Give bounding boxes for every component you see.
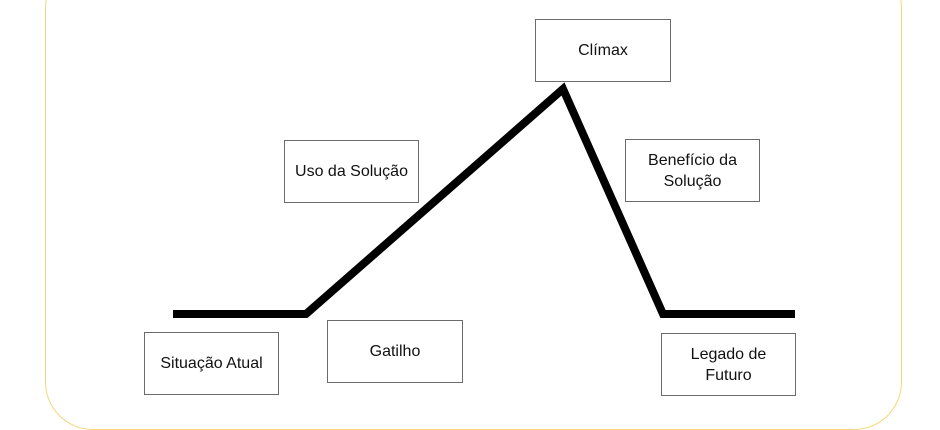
beneficio-solucao-label: Benefício da Solução [648,151,737,190]
situacao-atual-label: Situação Atual [160,355,263,372]
climax-box: Clímax [535,19,671,82]
story-arc-path [173,82,795,318]
beneficio-solucao-box: Benefício da Solução [625,139,760,202]
uso-solucao-label: Uso da Solução [295,163,408,180]
legado-futuro-box: Legado de Futuro [661,333,796,396]
story-arc-line [173,82,795,318]
gatilho-box: Gatilho [327,320,463,383]
climax-label: Clímax [578,42,628,59]
situacao-atual-box: Situação Atual [144,332,279,395]
gatilho-label: Gatilho [369,343,421,360]
legado-futuro-label: Legado de Futuro [690,345,767,384]
uso-solucao-box: Uso da Solução [284,140,419,203]
